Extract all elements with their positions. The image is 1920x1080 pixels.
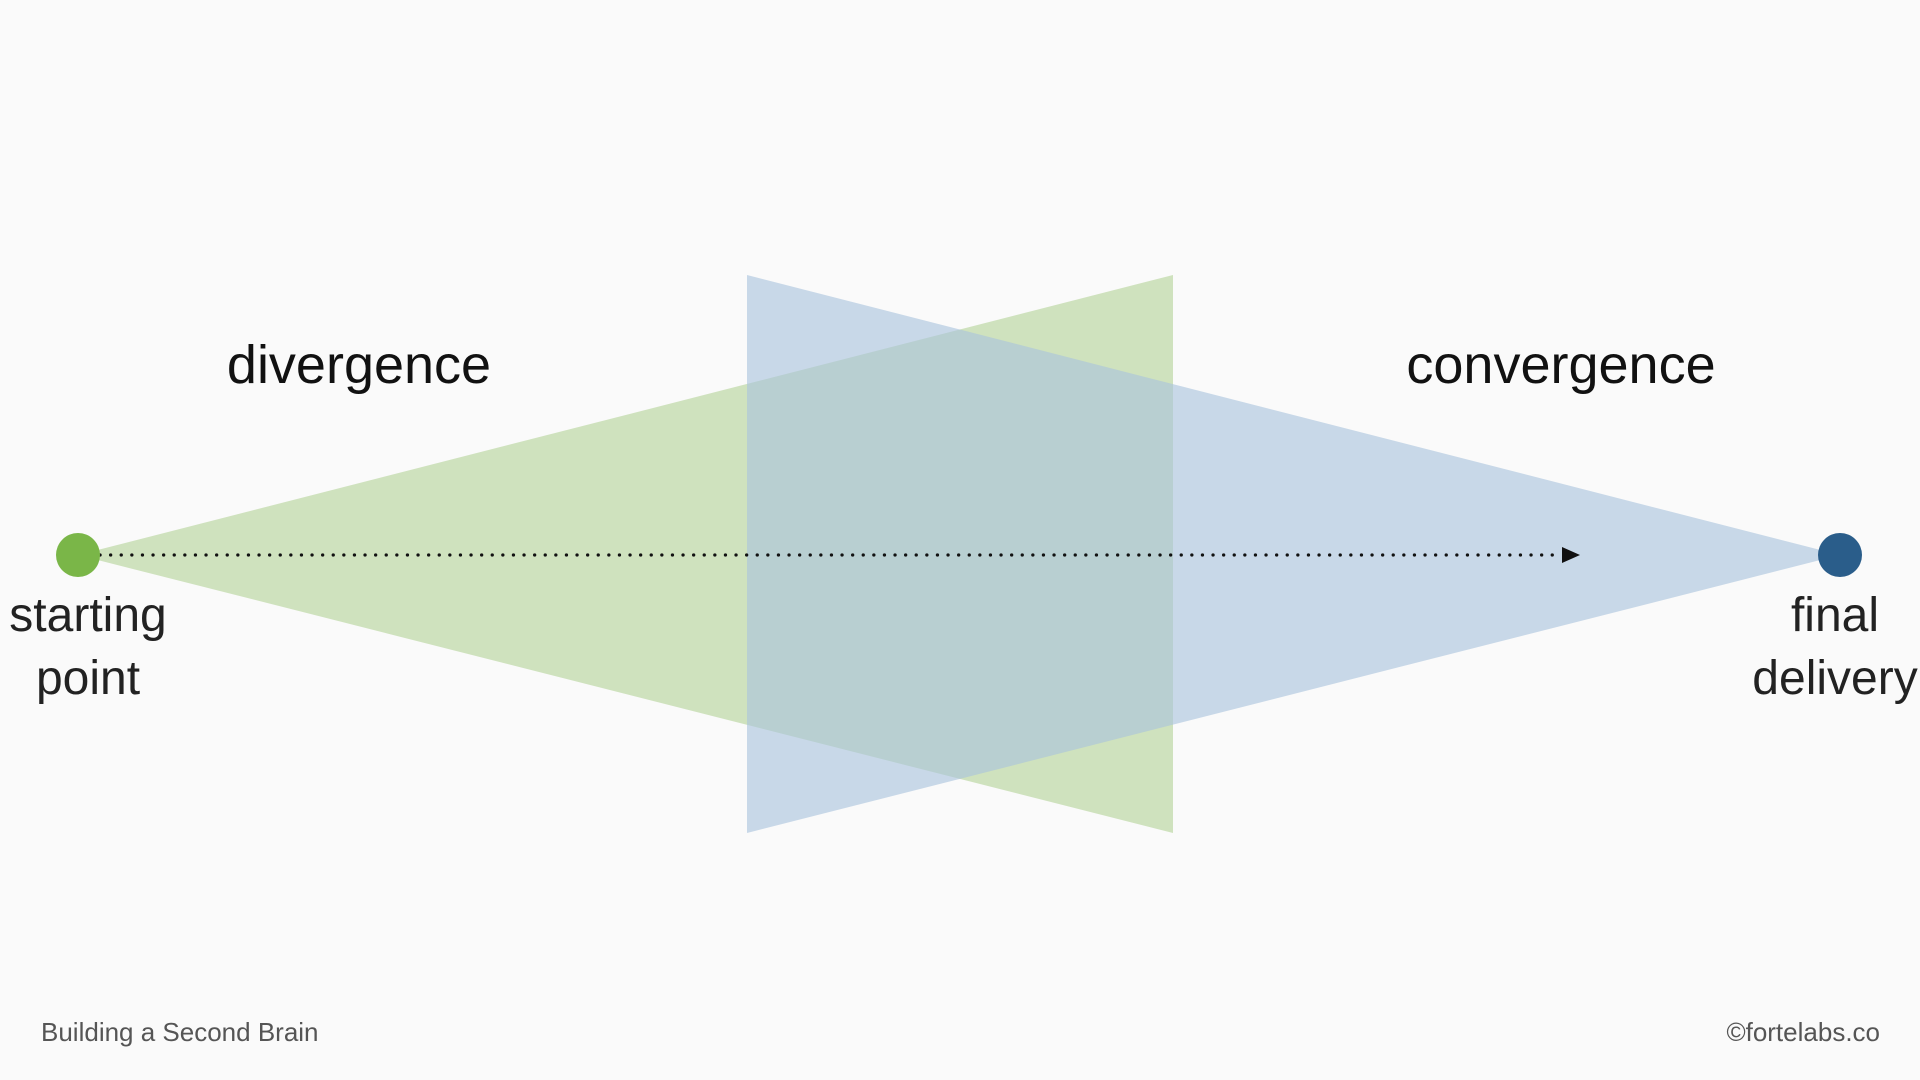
start-label-line2: point (36, 652, 140, 705)
end-label-line2: delivery (1752, 652, 1917, 705)
footer-title: Building a Second Brain (41, 1017, 319, 1047)
divergence-label: divergence (227, 335, 491, 395)
convergence-triangle (747, 275, 1840, 833)
start-dot (56, 533, 100, 577)
end-label-line1: final (1791, 589, 1879, 642)
end-dot (1818, 533, 1862, 577)
footer-copyright: ©fortelabs.co (1726, 1017, 1880, 1047)
arrowhead-icon (1562, 547, 1580, 563)
convergence-label: convergence (1406, 335, 1715, 395)
start-label-line1: starting (9, 589, 166, 642)
